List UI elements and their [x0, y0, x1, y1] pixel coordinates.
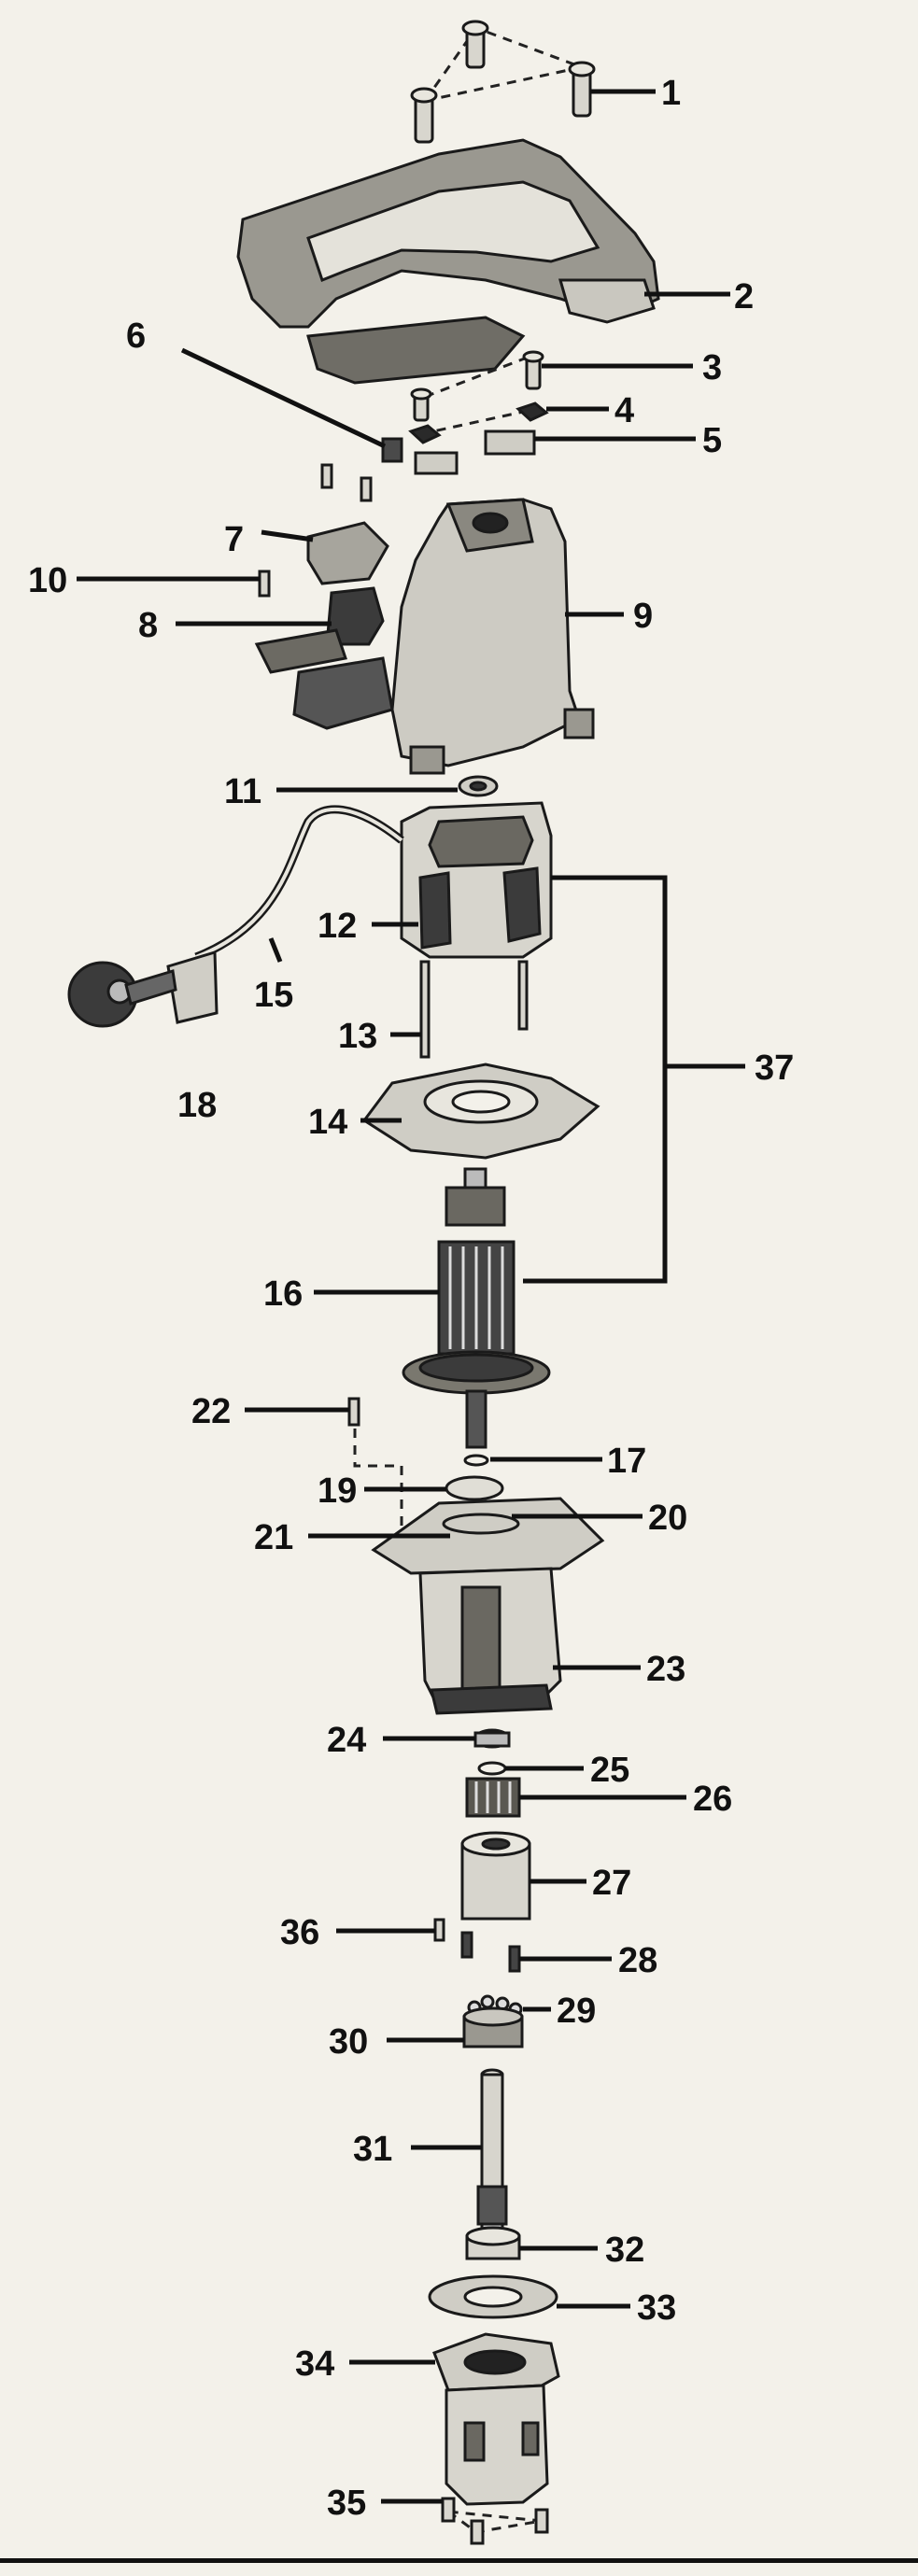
callout-17: 17: [607, 1442, 646, 1481]
callout-18: 18: [177, 1086, 217, 1125]
part-cage-30: [462, 2006, 524, 2048]
callout-28: 28: [618, 1941, 657, 1980]
part-clip-17: [463, 1454, 489, 1467]
callout-12: 12: [318, 907, 357, 946]
part-lower-housing-34: [432, 2332, 560, 2506]
callout-15: 15: [254, 976, 293, 1015]
part-terminal-6: [381, 437, 403, 463]
part-armature-16: [402, 1167, 551, 1449]
part-bearing-11: [458, 775, 499, 797]
callout-16: 16: [263, 1274, 303, 1314]
callout-9: 9: [633, 597, 653, 636]
part-plug-18: [67, 950, 219, 1028]
callout-35: 35: [327, 2484, 366, 2523]
callout-labels: 1 2 3 4 5 6 7 10 8 9 11 12 15 13 18 14 3…: [28, 74, 794, 2523]
part-motor-housing-9: [390, 498, 595, 775]
part-bushing-32: [465, 2226, 521, 2260]
callout-2: 2: [734, 277, 754, 317]
callout-27: 27: [592, 1864, 631, 1903]
callout-33: 33: [637, 2288, 676, 2328]
part-switch-cover-7: [306, 521, 389, 585]
part-washer-20: [442, 1513, 520, 1535]
part-screws-1: [410, 20, 596, 144]
callout-4: 4: [614, 391, 634, 430]
part-screws-3: [410, 350, 544, 422]
callout-1: 1: [661, 74, 681, 113]
part-cord-15: [194, 805, 404, 962]
callout-24: 24: [327, 1721, 366, 1760]
part-bearing-19: [445, 1475, 504, 1501]
part-pin-10: [258, 570, 271, 598]
callout-19: 19: [318, 1471, 357, 1511]
callout-22: 22: [191, 1392, 231, 1431]
callout-26: 26: [693, 1780, 732, 1819]
part-plate-33: [428, 2274, 558, 2319]
part-pin-22: [347, 1397, 430, 1533]
callout-6: 6: [126, 317, 146, 356]
callout-7: 7: [224, 520, 244, 559]
part-nuts-4: [408, 401, 549, 444]
callout-14: 14: [308, 1103, 347, 1142]
part-screws-35: [441, 2497, 549, 2545]
callout-13: 13: [338, 1017, 377, 1056]
callout-11: 11: [224, 772, 261, 811]
part-switch-8: [254, 586, 394, 730]
part-pin-36: [433, 1918, 445, 1942]
part-spindle-31: [476, 2068, 508, 2245]
callout-23: 23: [646, 1650, 685, 1689]
callout-5: 5: [702, 421, 722, 460]
callout-25: 25: [590, 1751, 629, 1790]
part-ring-25: [477, 1761, 507, 1776]
callout-34: 34: [295, 2344, 334, 2384]
part-brushes-5: [414, 429, 536, 475]
callout-20: 20: [648, 1499, 687, 1538]
part-springs-28: [460, 1931, 521, 1973]
callout-3: 3: [702, 348, 722, 387]
part-small-screws: [320, 463, 373, 502]
leader-lines: [77, 89, 745, 2504]
callout-30: 30: [329, 2022, 368, 2062]
part-gear-26: [465, 1777, 521, 1818]
callout-32: 32: [605, 2231, 644, 2270]
callout-8: 8: [138, 606, 158, 645]
callout-21: 21: [254, 1518, 293, 1557]
callout-36: 36: [280, 1913, 319, 1952]
part-handle-2: [236, 138, 660, 385]
part-stator-12: [400, 801, 553, 959]
part-cam-27: [460, 1831, 531, 1921]
callout-10: 10: [28, 561, 67, 600]
part-gear-housing-23: [371, 1497, 605, 1715]
callout-29: 29: [557, 1992, 596, 2031]
callout-31: 31: [353, 2130, 392, 2169]
part-baffle-14: [361, 1063, 600, 1160]
part-screws-13: [419, 960, 529, 1059]
bottom-rule: [0, 2558, 918, 2563]
callout-37: 37: [755, 1049, 794, 1088]
part-bearing-24: [473, 1728, 511, 1749]
